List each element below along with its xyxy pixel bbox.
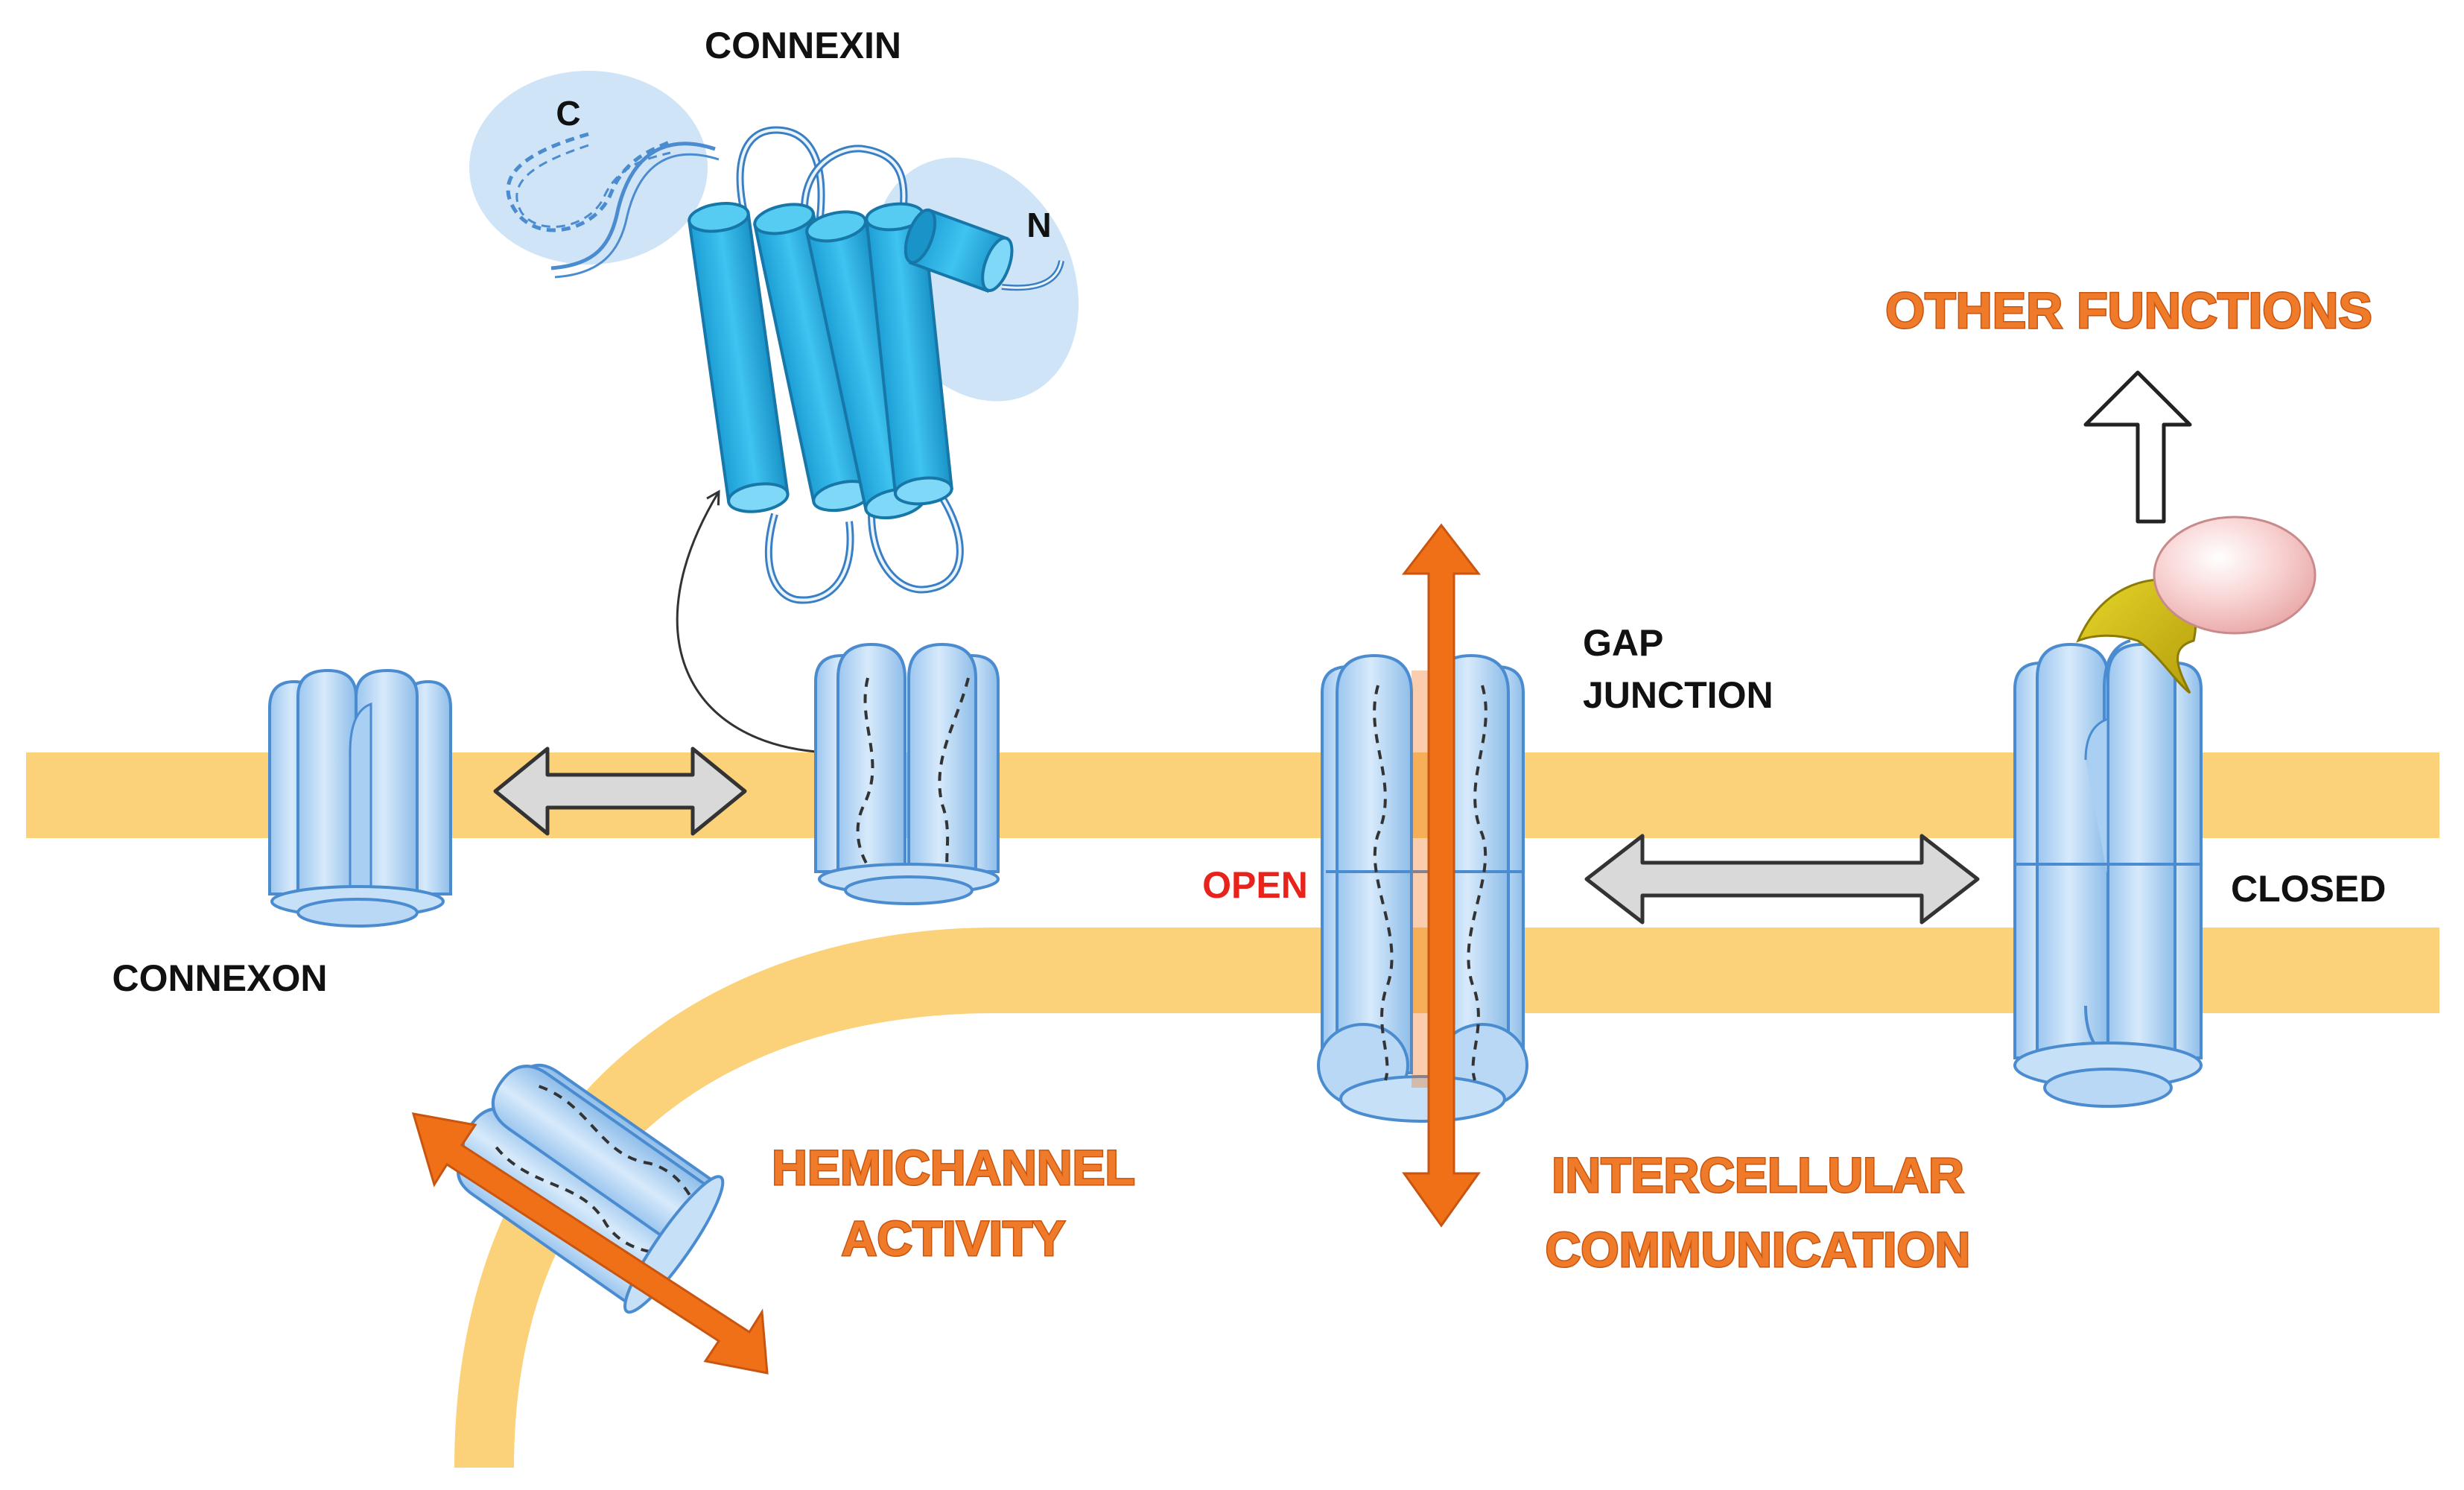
membrane-lower-curved xyxy=(454,928,2439,1468)
gap-junction-label-line2: JUNCTION xyxy=(1583,674,1774,716)
equilibrium-arrow-right xyxy=(1584,834,1980,925)
gap-junction-label-line1: GAP xyxy=(1583,622,1663,664)
helix-n-terminal xyxy=(904,208,1014,293)
other-functions-label: OTHER FUNCTIONS xyxy=(1885,282,2372,339)
zoom-arrow xyxy=(676,489,828,754)
connexon-open xyxy=(814,642,1000,905)
binding-partner-pink xyxy=(2153,516,2317,635)
intercellular-flow-arrow xyxy=(1401,523,1482,1228)
hemichannel-flow-arrow xyxy=(411,1112,769,1375)
gap-junction-closed xyxy=(2013,639,2203,1108)
intercellular-communication-label-line2: COMMUNICATION xyxy=(1546,1222,1971,1277)
binding-partner-yellow xyxy=(2076,578,2197,694)
intercellular-communication-label-line1: INTERCELLULAR xyxy=(1552,1147,1964,1202)
connexin-structure: CONNEXIN C N xyxy=(469,25,1079,604)
connexin-title: CONNEXIN xyxy=(705,25,901,66)
gap-junction-open xyxy=(1317,653,1528,1123)
n-terminus-label: N xyxy=(1026,206,1051,244)
hemichannel-activity-label-line2: ACTIVITY xyxy=(842,1211,1066,1266)
c-terminus-label: C xyxy=(556,94,580,133)
connexon-closed: CONNEXON xyxy=(112,668,452,999)
helix-4 xyxy=(865,202,953,506)
hemichannel-activity-label-line1: HEMICHANNEL xyxy=(772,1140,1135,1195)
other-functions-arrow xyxy=(2083,370,2192,524)
closed-label: CLOSED xyxy=(2231,868,2386,910)
c-terminus-halo xyxy=(469,71,708,264)
helix-1 xyxy=(688,202,790,513)
connexon-label: CONNEXON xyxy=(112,957,328,999)
open-label: OPEN xyxy=(1202,864,1308,906)
equilibrium-arrow-left xyxy=(493,746,747,836)
